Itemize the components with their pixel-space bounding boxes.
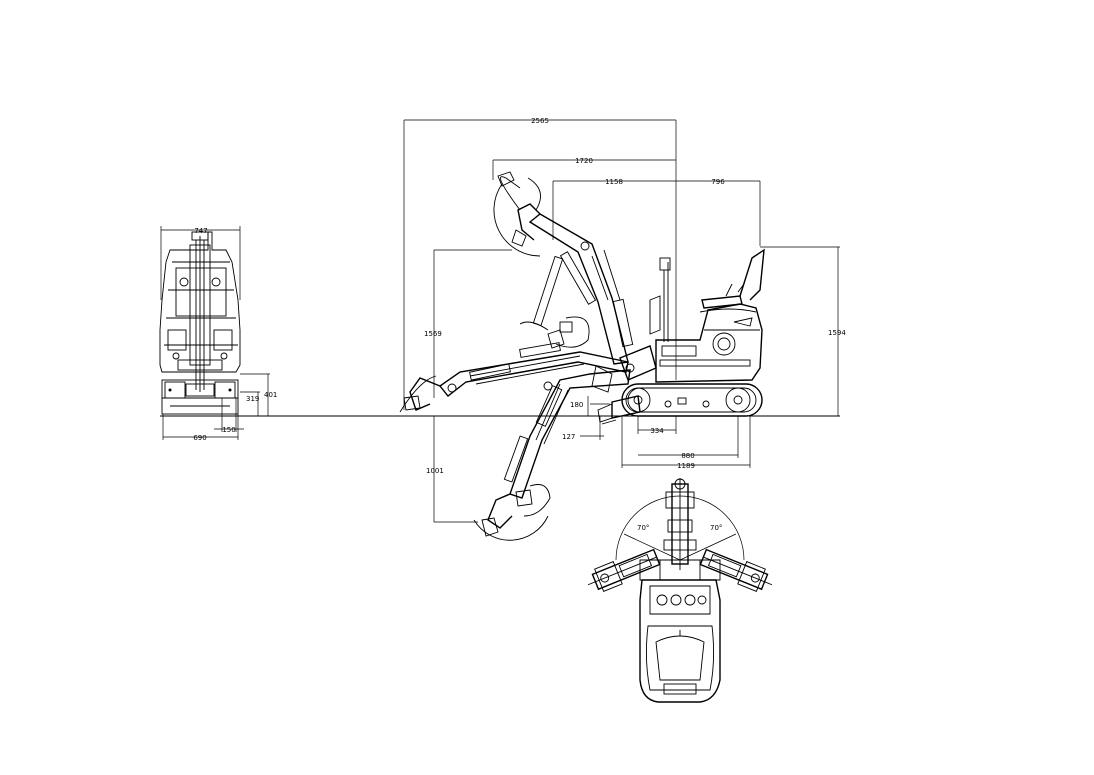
dim-swing-right: 70° <box>710 524 722 532</box>
dim-180: 180 <box>570 401 583 409</box>
dim-334: 334 <box>650 427 664 435</box>
dim-880: 880 <box>681 452 694 460</box>
dim-1594: 1594 <box>828 329 846 337</box>
dim-127: 127 <box>562 433 575 441</box>
dim-150: 150 <box>222 426 235 434</box>
top-view <box>587 478 773 703</box>
dim-2565: 2565 <box>531 117 549 125</box>
dim-690: 690 <box>193 434 206 442</box>
dim-1001: 1001 <box>426 467 444 475</box>
dim-1569: 1569 <box>424 330 442 338</box>
dim-1158: 1158 <box>605 178 623 186</box>
dim-swing-left: 70° <box>637 524 649 532</box>
dim-1720: 1720 <box>575 157 593 165</box>
front-view <box>159 226 270 440</box>
dim-1189: 1189 <box>677 462 695 470</box>
dim-401: 401 <box>264 391 277 399</box>
dim-319: 319 <box>246 395 259 403</box>
side-view <box>399 119 840 541</box>
dim-747: 747 <box>194 227 207 235</box>
dim-796: 796 <box>711 178 725 186</box>
